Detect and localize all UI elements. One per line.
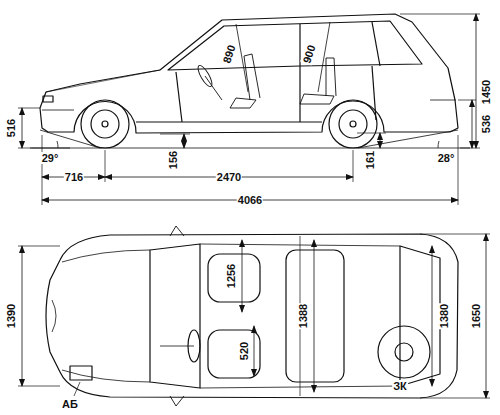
dimension-label: 890: [220, 42, 238, 65]
dimension-label: 156: [167, 150, 179, 170]
dimension-label: 4066: [237, 194, 263, 206]
dimension-label: 28°: [437, 152, 456, 164]
dimension-label: 1450: [480, 79, 492, 105]
dimension-label: 516: [5, 118, 17, 138]
dimension-label: 520: [238, 341, 250, 361]
dimension-label: 161: [364, 150, 376, 170]
dimension-label: 1380: [438, 303, 450, 329]
dimension-label: 1650: [470, 303, 482, 329]
dimension-label: 900: [300, 42, 318, 65]
dimension-label: 716: [64, 171, 84, 183]
dimension-label: 1390: [5, 303, 17, 329]
dimension-label: АБ: [61, 398, 79, 410]
dimension-label: 536: [480, 114, 492, 134]
dimension-label: 29°: [41, 152, 60, 164]
dimension-label: 1256: [225, 263, 237, 289]
dimension-label: ЗК: [392, 380, 408, 392]
dimension-label: 2470: [216, 171, 242, 183]
dimension-label: 1388: [297, 303, 309, 329]
